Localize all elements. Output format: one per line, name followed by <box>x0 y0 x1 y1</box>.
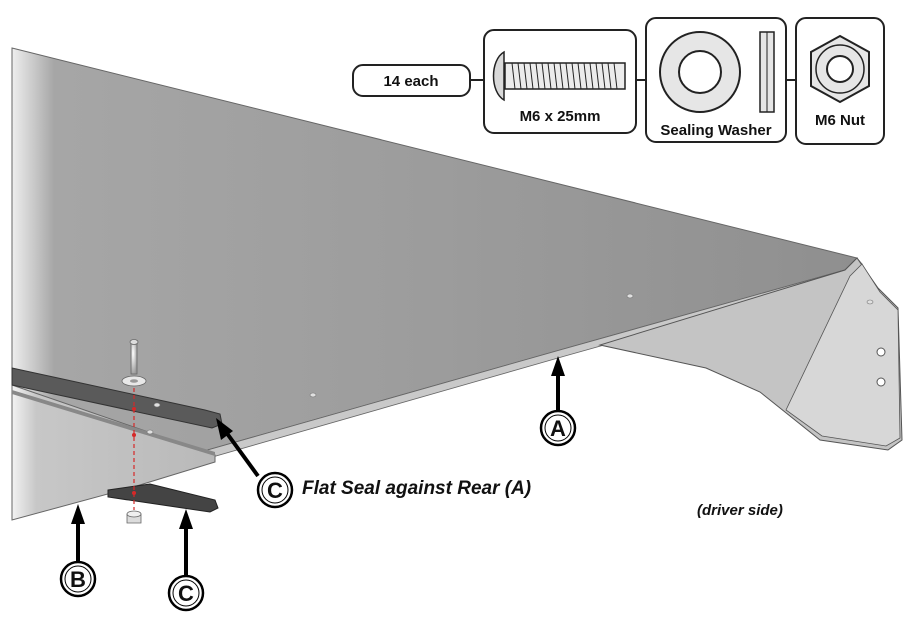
callout-c-bottom-letter: C <box>178 581 194 606</box>
callout-c-top: C <box>256 471 294 509</box>
quantity-label: 14 each <box>383 73 438 90</box>
hardware-legend: 14 each M6 x 25mm Seali <box>352 17 885 145</box>
callout-c-top-letter: C <box>267 478 283 503</box>
callout-b: B <box>59 560 97 598</box>
nut-label: M6 Nut <box>815 112 865 129</box>
bracket-hole-bottom <box>876 377 886 387</box>
sealing-washer-icon <box>659 31 775 113</box>
callout-c-bottom: C <box>167 574 205 612</box>
side-bracket-face <box>785 263 901 447</box>
washer-label: Sealing Washer <box>660 122 771 139</box>
bolt-icon <box>492 50 626 102</box>
lower-panel-b-edge <box>12 390 215 456</box>
callout-a: A <box>539 409 577 447</box>
bolt-size-label: M6 x 25mm <box>520 108 601 125</box>
bolt-assembly <box>121 339 147 524</box>
flat-seal-bottom <box>107 483 219 513</box>
callout-arrows <box>71 356 565 576</box>
driver-side-caption: (driver side) <box>697 502 783 519</box>
panel-holes <box>146 293 874 435</box>
flat-seal-caption: Flat Seal against Rear (A) <box>302 478 532 499</box>
quantity-badge <box>352 64 471 97</box>
callout-b-letter: B <box>70 567 86 592</box>
callout-a-letter: A <box>550 416 566 441</box>
hex-nut-icon <box>810 34 870 104</box>
bracket-hole-top <box>876 347 886 357</box>
